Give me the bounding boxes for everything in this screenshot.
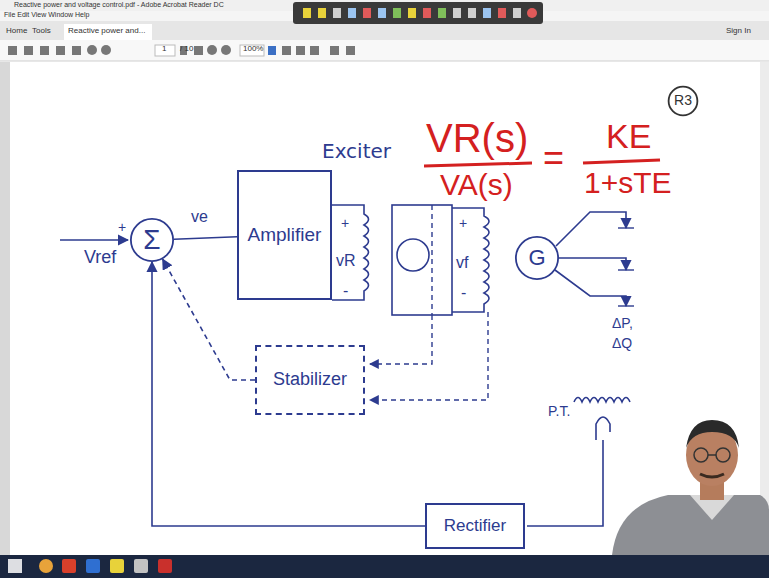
node-text: Σ: [143, 225, 160, 256]
formula-denominator: VA(s): [440, 168, 513, 201]
polarity-sign: -: [343, 282, 348, 300]
signal-line: [174, 237, 237, 239]
quantity-label: ΔP,: [612, 316, 633, 331]
formula-equals: =: [543, 138, 564, 178]
zoom-level: 100%: [243, 45, 263, 54]
polarity-sign: +: [459, 216, 467, 231]
signal-name: vR: [336, 252, 356, 270]
document-tab: Reactive power and...: [68, 27, 145, 36]
component-label: P.T.: [548, 404, 570, 419]
polarity-sign: +: [341, 216, 349, 231]
generator-circle: G: [515, 236, 559, 280]
formula-time-constant: 1+sTE: [584, 166, 672, 199]
signal-name: Vref: [84, 248, 116, 268]
exciter-label: Exciter: [322, 140, 391, 162]
node-text: Amplifier: [248, 225, 322, 246]
window-title: Reactive power and voltage control.pdf -…: [14, 1, 224, 9]
formula-numerator: VR(s): [426, 116, 528, 160]
quantity-label: ΔQ: [612, 336, 632, 351]
stabilizer-box: Stabilizer: [255, 345, 365, 415]
polarity-sign: +: [118, 220, 126, 235]
slide-number-circle: R3: [668, 86, 698, 116]
tab-label: Home: [6, 27, 27, 36]
menu-bar: File Edit View Window Help: [4, 11, 89, 19]
sign-in-link: Sign In: [726, 27, 751, 36]
rectifier-box: Rectifier: [425, 503, 525, 549]
node-text: Stabilizer: [273, 370, 347, 390]
page-number: 1: [162, 45, 166, 54]
formula-gain: KE: [606, 118, 651, 155]
node-text: Rectifier: [444, 517, 506, 536]
polarity-sign: -: [461, 284, 466, 302]
signal-name: ve: [189, 208, 210, 226]
signal-line: [152, 262, 425, 526]
amplifier-box: Amplifier: [237, 170, 332, 300]
node-text: R3: [674, 93, 692, 108]
signal-name: vf: [456, 254, 468, 272]
tab-label: Tools: [32, 27, 51, 36]
page-count: / 10: [180, 45, 193, 54]
summing-junction: Σ: [130, 218, 174, 262]
node-text: G: [528, 246, 545, 270]
